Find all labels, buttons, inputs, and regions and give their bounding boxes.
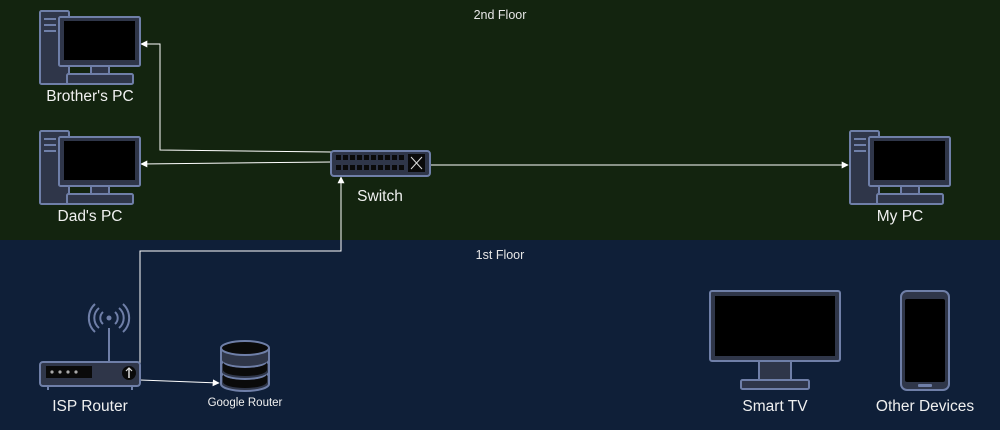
- switch-label: Switch: [357, 188, 403, 205]
- isp-router-icon: [39, 303, 141, 390]
- wire-isp-router-to-google-router: [139, 379, 220, 387]
- smart-tv-icon: [709, 290, 841, 390]
- switch-icon: [330, 150, 431, 177]
- my-pc-icon: [849, 130, 951, 205]
- other-devices-label: Other Devices: [875, 398, 975, 415]
- dads-pc-icon: [39, 130, 141, 205]
- brothers-pc-icon: [39, 10, 141, 85]
- google-router-icon: [220, 340, 270, 392]
- brothers-pc-label: Brother's PC: [46, 88, 134, 105]
- second-floor-title: 2nd Floor: [473, 8, 527, 22]
- isp-router-label: ISP Router: [52, 398, 128, 415]
- google-router-label: Google Router: [207, 397, 283, 409]
- wire-switch-to-brothers-pc: [140, 40, 332, 153]
- smartphone-icon: [900, 290, 950, 391]
- second-floor-zone: 2nd Floor: [0, 0, 1000, 240]
- smart-tv-label: Smart TV: [742, 398, 808, 415]
- dads-pc-label: Dad's PC: [57, 208, 123, 225]
- first-floor-title: 1st Floor: [475, 248, 525, 262]
- wire-switch-to-dads-pc: [140, 160, 332, 168]
- my-pc-label: My PC: [876, 208, 924, 225]
- wire-isp-router-to-switch: [139, 176, 345, 368]
